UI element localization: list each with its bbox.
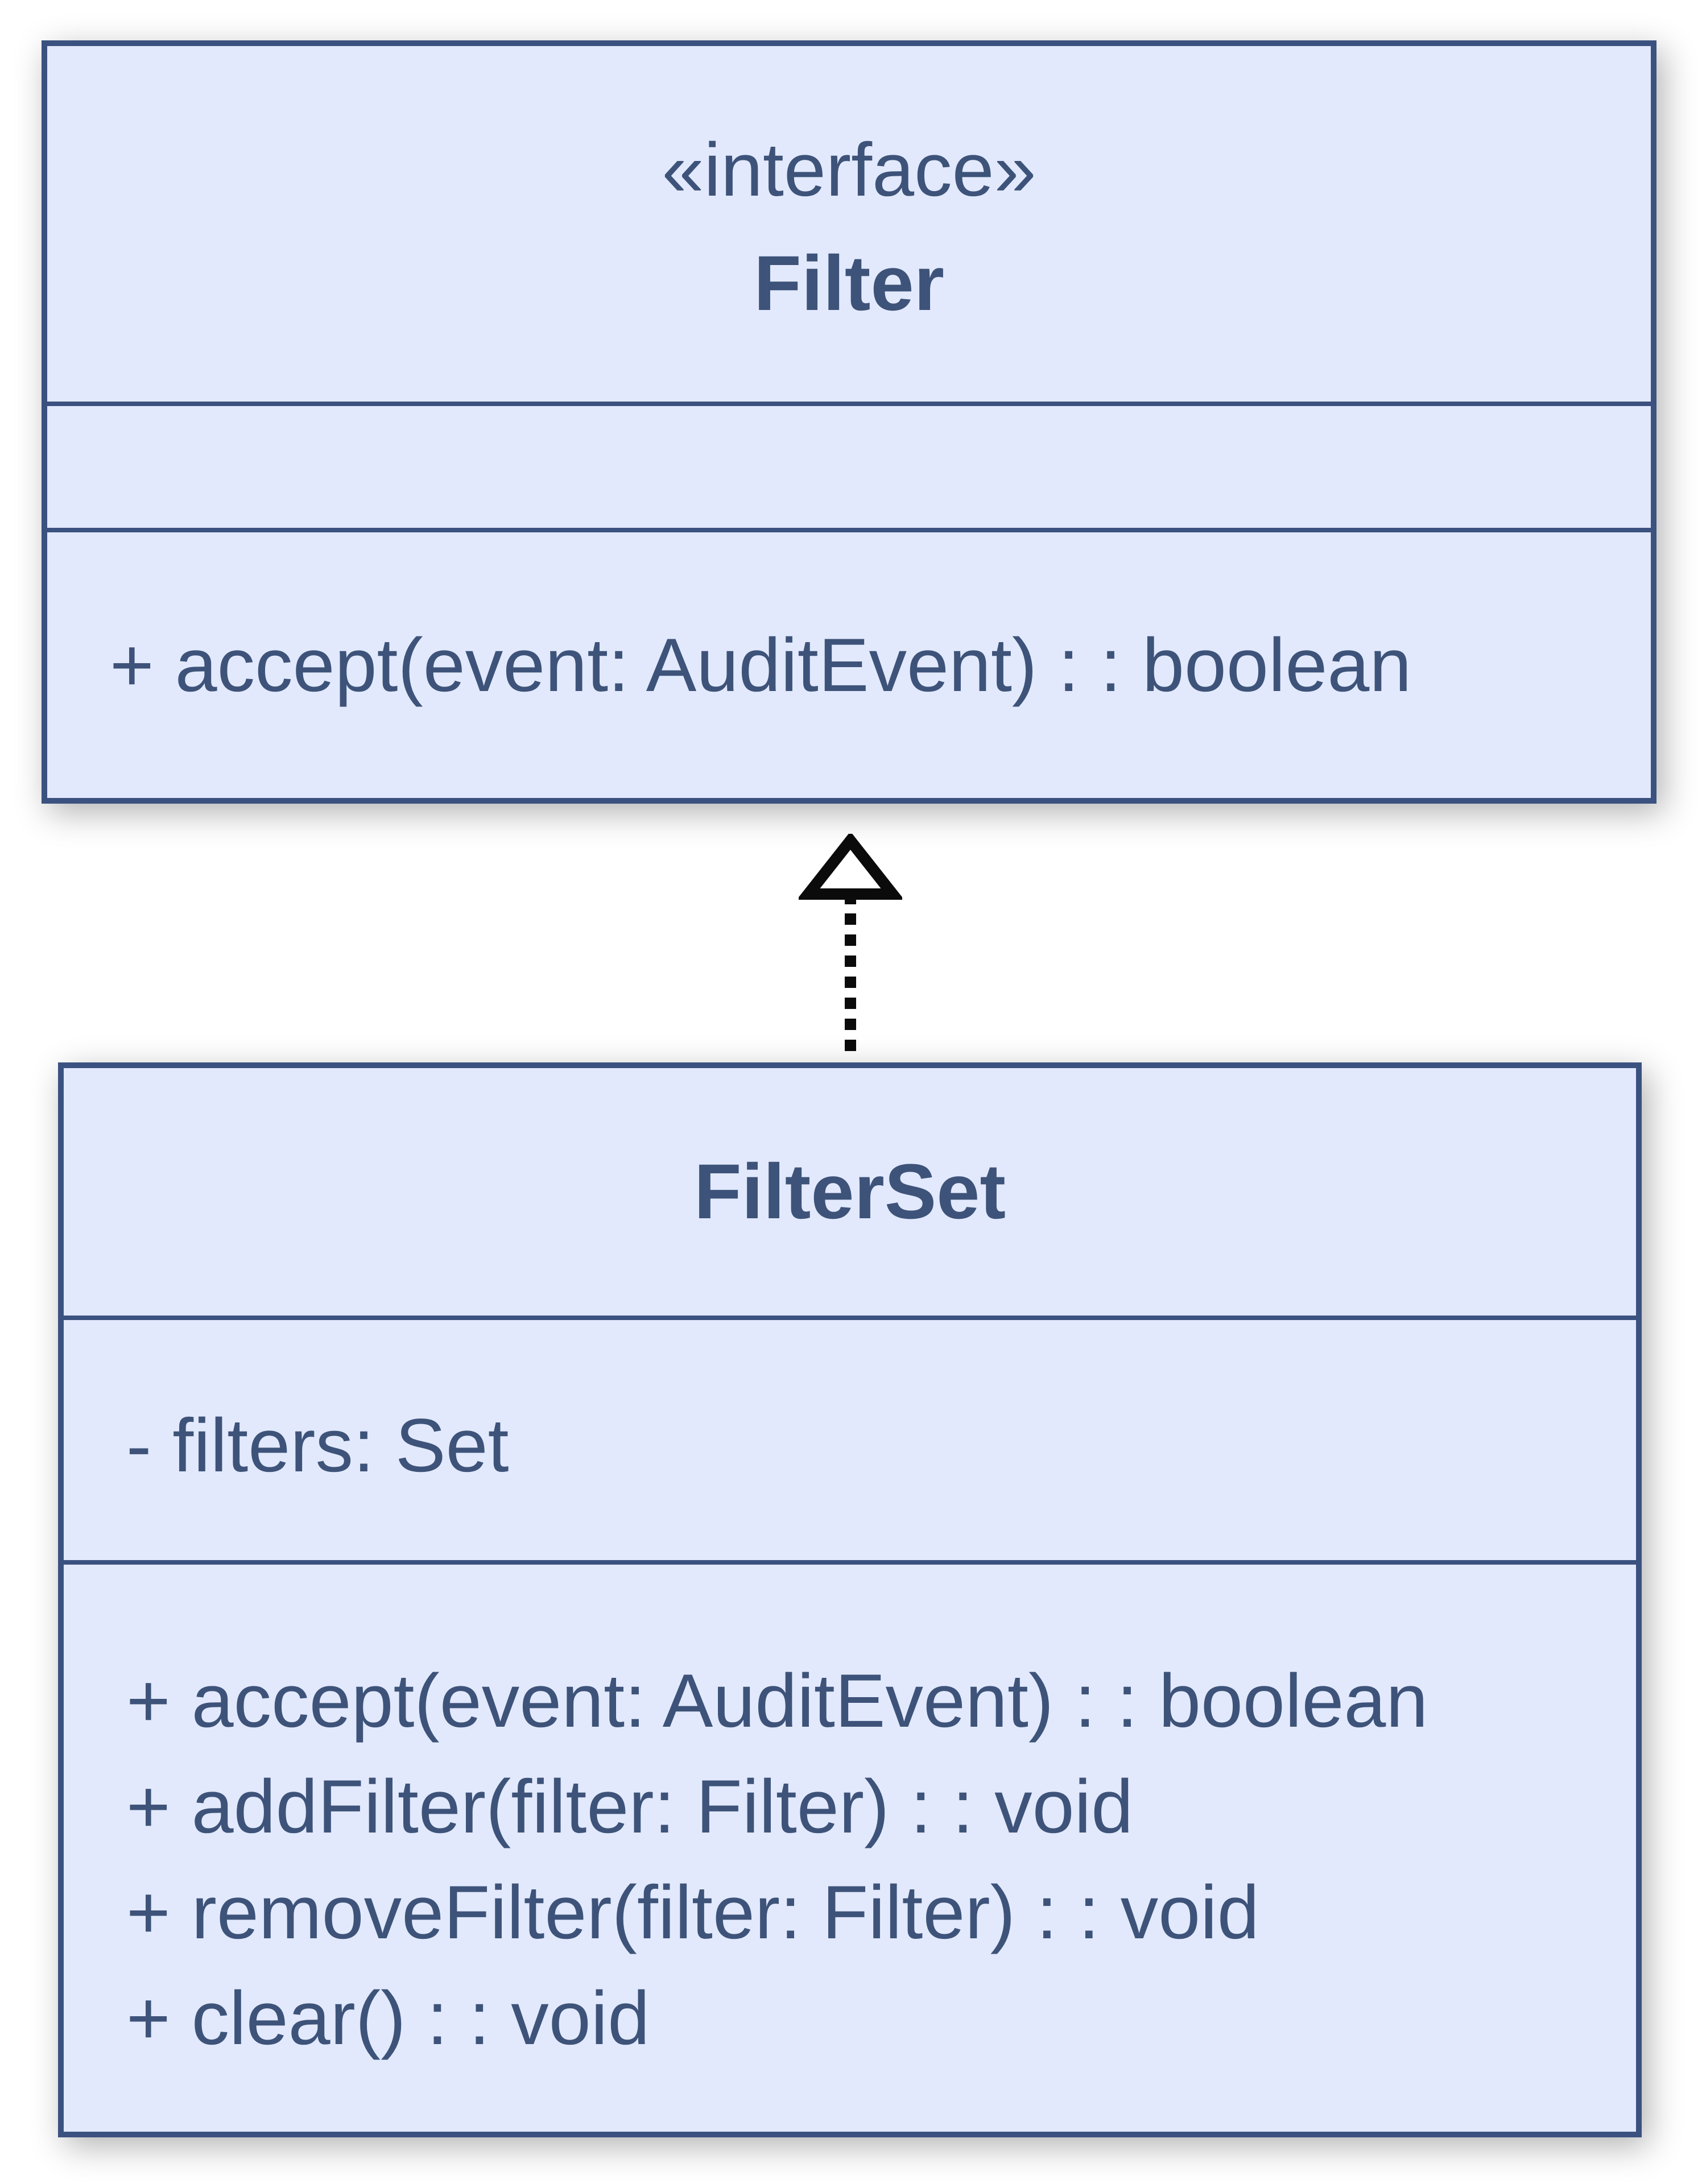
filterset-method-addfilter: + addFilter(filter: Filter) : : void: [126, 1764, 1134, 1849]
interface-method-accept: + accept(event: AuditEvent) : : boolean: [110, 623, 1412, 708]
realization-arrow: [799, 834, 902, 1062]
filterset-method-accept: + accept(event: AuditEvent) : : boolean: [126, 1658, 1428, 1743]
interface-filter-box: «interface» Filter + accept(event: Audit…: [42, 40, 1656, 804]
filterset-header-compartment: FilterSet: [64, 1068, 1636, 1316]
arrow-stub: [845, 894, 856, 904]
filterset-class-box: FilterSet - filters: Set + accept(event:…: [58, 1062, 1642, 2137]
filterset-method-clear: + clear() : : void: [126, 1976, 650, 2061]
filterset-class-name: FilterSet: [693, 1148, 1006, 1235]
dashed-line: [845, 913, 856, 1051]
filterset-methods-compartment: + accept(event: AuditEvent) : : boolean …: [64, 1560, 1636, 2132]
interface-attributes-compartment: [47, 402, 1651, 528]
filterset-attribute-filters: - filters: Set: [126, 1404, 509, 1488]
interface-methods-compartment: + accept(event: AuditEvent) : : boolean: [47, 528, 1651, 798]
filterset-method-removefilter: + removeFilter(filter: Filter) : : void: [126, 1870, 1259, 1955]
hollow-triangle-arrowhead: [799, 834, 902, 900]
interface-class-name: Filter: [754, 239, 944, 327]
interface-stereotype-label: «interface»: [662, 127, 1036, 212]
filterset-attributes-compartment: - filters: Set: [64, 1316, 1636, 1560]
interface-header-compartment: «interface» Filter: [47, 46, 1651, 402]
